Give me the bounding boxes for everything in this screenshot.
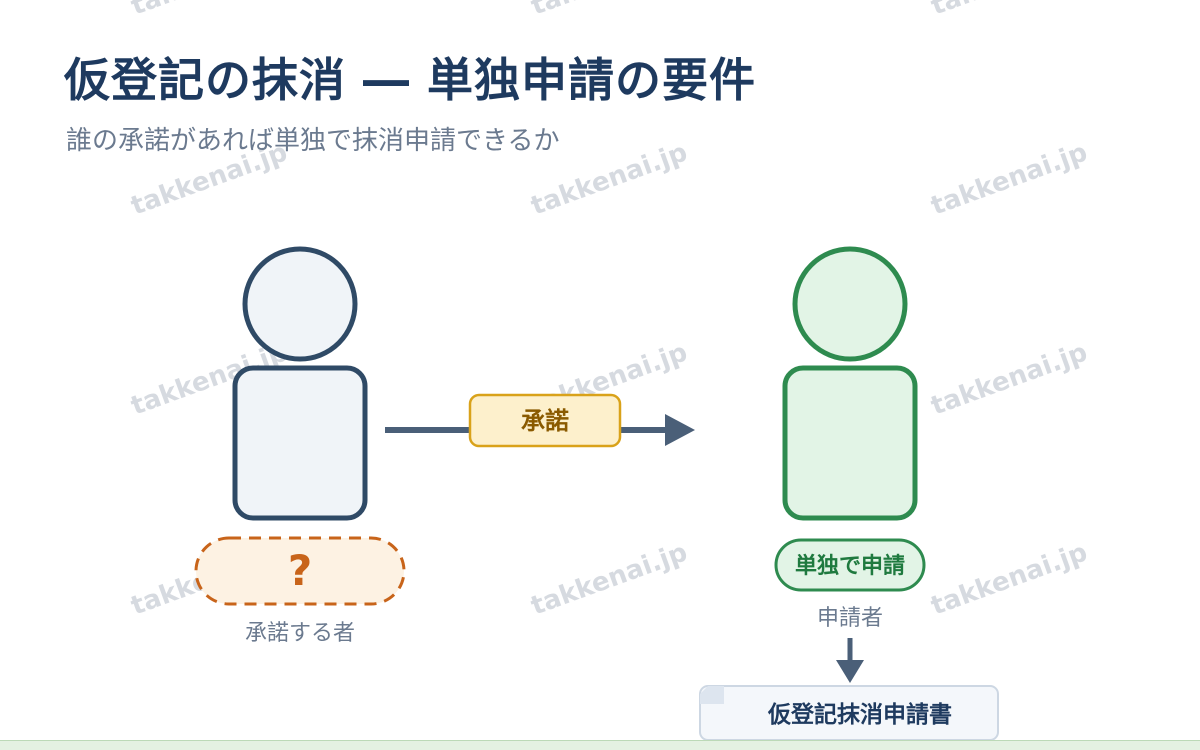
document-corner-icon xyxy=(700,686,724,704)
watermark: takkenai.jp xyxy=(927,0,1091,22)
consent-arrow: 承諾 xyxy=(385,393,695,448)
applicant-person: 単独で申請 申請者 xyxy=(774,246,926,631)
watermark: takkenai.jp xyxy=(927,137,1091,221)
consenting-person: ? 承諾する者 xyxy=(194,246,406,646)
watermark: takkenai.jp xyxy=(927,337,1091,421)
arrow-head-down-icon xyxy=(836,660,864,683)
document-label: 仮登記抹消申請書 xyxy=(767,701,952,728)
footer-band xyxy=(0,740,1200,750)
unknown-badge-text: ? xyxy=(288,546,312,595)
watermark: takkenai.jp xyxy=(527,0,691,22)
consent-chip-label: 承諾 xyxy=(521,407,569,435)
person-body-icon xyxy=(232,365,368,521)
arrow-head-icon xyxy=(665,414,695,446)
person-head-icon xyxy=(792,246,908,362)
applicant-label: 申請者 xyxy=(817,606,883,631)
submit-arrow xyxy=(836,638,864,683)
person-body-icon xyxy=(782,365,918,521)
person-head-icon xyxy=(242,246,358,362)
page-subtitle: 誰の承諾があれば単独で抹消申請できるか xyxy=(66,126,560,156)
unknown-badge xyxy=(194,536,406,606)
consenting-person-label: 承諾する者 xyxy=(245,621,355,646)
sole-application-badge xyxy=(774,538,926,592)
sole-application-badge-text: 単独で申請 xyxy=(795,553,905,579)
watermark: takkenai.jp xyxy=(927,537,1091,621)
application-document: 仮登記抹消申請書 xyxy=(699,685,999,741)
watermark: takkenai.jp xyxy=(127,0,291,22)
page-title: 仮登記の抹消 ― 単独申請の要件 xyxy=(64,53,757,107)
watermark: takkenai.jp xyxy=(527,537,691,621)
consent-chip xyxy=(468,393,622,448)
